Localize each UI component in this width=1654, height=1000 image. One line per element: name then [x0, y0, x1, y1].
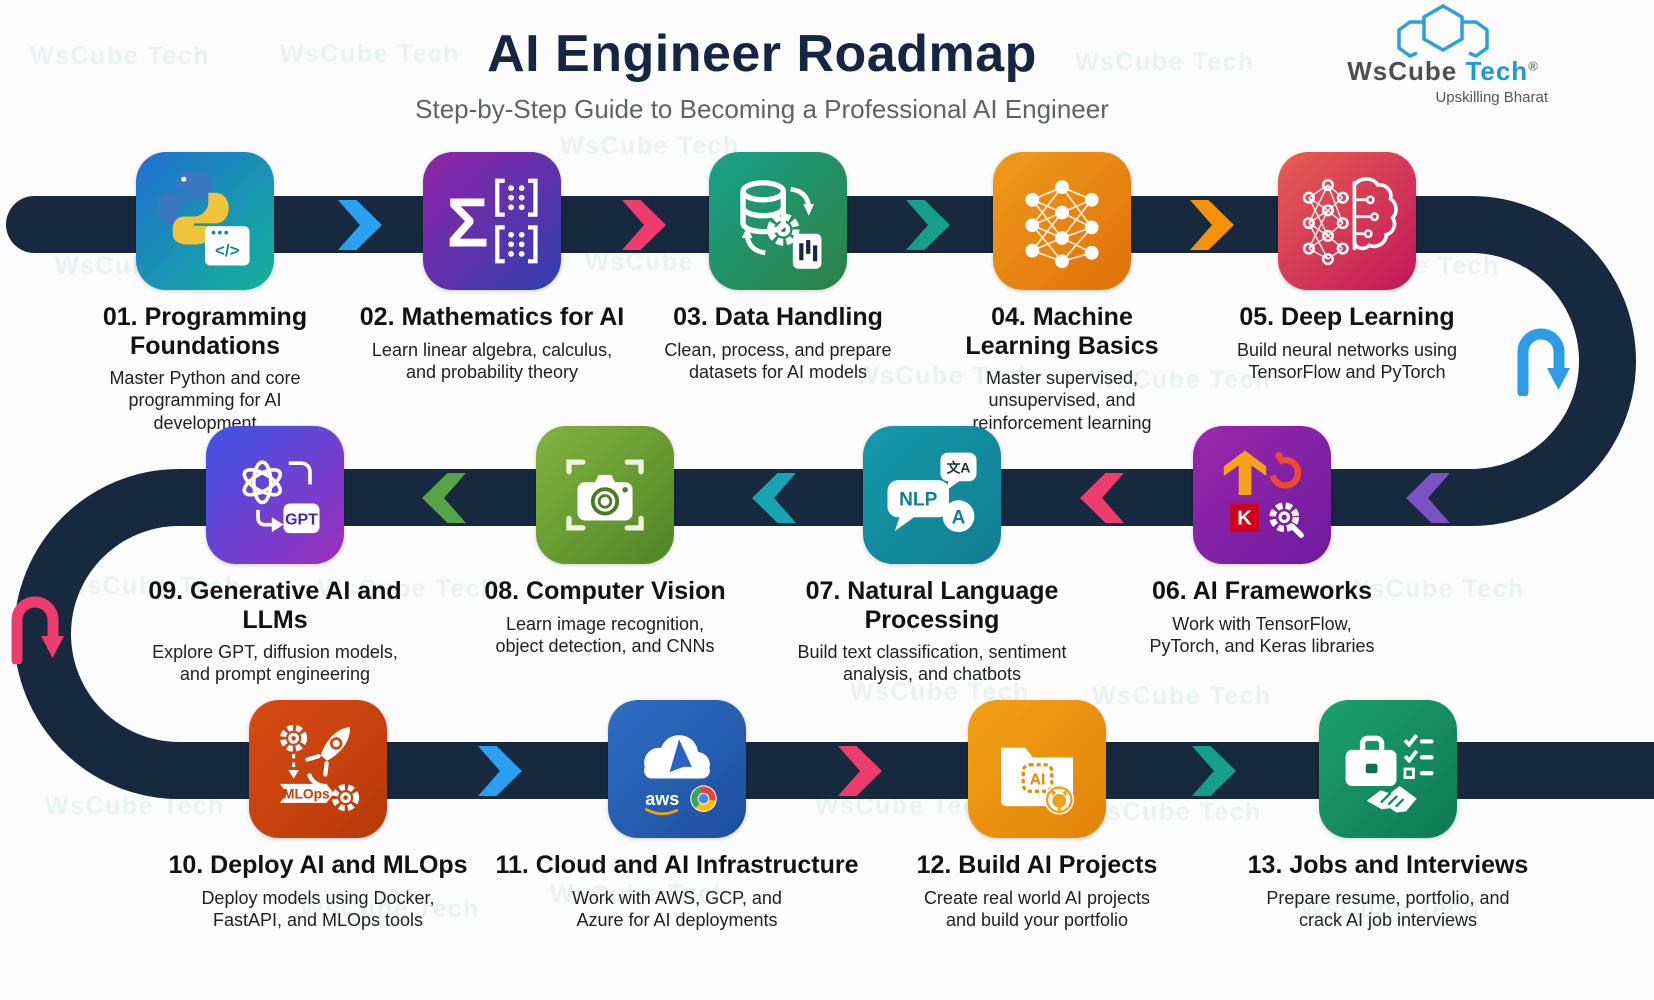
translate-glyph: 文A — [947, 460, 971, 476]
page-subtitle: Step-by-Step Guide to Becoming a Profess… — [415, 94, 1109, 124]
keras-k-glyph: K — [1237, 508, 1252, 530]
step-description: Learn linear algebra, calculus, and prob… — [371, 339, 613, 382]
brand-tech: Tech — [1465, 56, 1529, 86]
step-description: Work with AWS, GCP, and Azure for AI dep… — [572, 887, 782, 930]
brand-watermark: WsCube Tech — [1345, 575, 1525, 603]
step-03-data-handling: 03. Data Handling Clean, process, and pr… — [622, 152, 934, 383]
brand-watermark: WsCube Tech — [1300, 895, 1480, 923]
step-10-deploy-mlops: MLOps 10. Deploy AI and MLOps Deploy mod… — [148, 700, 488, 931]
mlops-glyph: MLOps — [283, 787, 330, 802]
nlp-glyph: NLP — [899, 490, 937, 511]
gear-icon — [1269, 502, 1300, 533]
step-title: 06. AI Frameworks — [1151, 577, 1372, 605]
azure-icon — [669, 739, 692, 773]
brand-watermark: WsCube Tech — [30, 42, 210, 70]
step-02-mathematics: Σ 02. Mathematics for AI Learn linear al… — [352, 152, 632, 383]
tensorflow-pytorch-keras-icon: K — [1193, 426, 1331, 564]
brand-watermark: WsCube Tech — [855, 362, 1035, 390]
python-icon: </> — [136, 152, 274, 290]
step-12-build-projects: AI 12. Build AI Projects Create real wor… — [872, 700, 1202, 931]
brand-watermark: WsCube Tech — [318, 575, 498, 603]
step-description: Clean, process, and prepare datasets for… — [664, 339, 892, 382]
step-title: 05. Deep Learning — [1239, 303, 1455, 331]
header: AI Engineer Roadmap Step-by-Step Guide t… — [0, 0, 1654, 125]
rocket-mlops-icon: MLOps — [249, 700, 387, 838]
step-title: 13. Jobs and Interviews — [1247, 851, 1529, 879]
step-09-generative-ai: GPT 09. Generative AI and LLMs Explore G… — [120, 426, 430, 686]
step-title: 03. Data Handling — [673, 303, 883, 331]
step-title: 09. Generative AI and LLMs — [148, 577, 402, 634]
checklist — [1403, 733, 1434, 779]
brain-network-icon — [1278, 152, 1416, 290]
aws-glyph: aws — [645, 789, 679, 809]
briefcase-handshake-icon — [1319, 700, 1457, 838]
ai-chip-glyph: AI — [1030, 771, 1046, 788]
step-description: Build text classification, sentiment ana… — [797, 642, 1067, 685]
step-description: Master supervised, unsupervised, and rei… — [972, 368, 1152, 433]
gcp-icon — [690, 785, 717, 812]
step-05-deep-learning: 05. Deep Learning Build neural networks … — [1192, 152, 1502, 383]
step-11-cloud-infrastructure: aws 11. Cloud and AI Infrastructure Work… — [477, 700, 877, 931]
tensorflow-icon — [1223, 450, 1267, 495]
pytorch-icon — [1269, 456, 1302, 489]
nlp-chat-icon: 文A NLP A — [863, 426, 1001, 564]
aws-smile — [644, 807, 679, 816]
step-07-nlp: 文A NLP A 07. Natural Language Processing… — [772, 426, 1092, 686]
sigma-matrix-icon: Σ — [423, 152, 561, 290]
openai-gpt-icon: GPT — [206, 426, 344, 564]
code-glyph: </> — [215, 241, 240, 260]
step-13-jobs-interviews: 13. Jobs and Interviews Prepare resume, … — [1218, 700, 1558, 931]
step-title: 10. Deploy AI and MLOps — [168, 851, 468, 879]
step-04-machine-learning-basics: 04. Machine Learning Basics Master super… — [942, 152, 1182, 434]
brand-name: WsCube Tech® — [1330, 56, 1556, 87]
brand-watermark: WsCube Tech — [1092, 366, 1272, 394]
brand-watermark: WsCube Tech — [560, 132, 740, 160]
brand-ws: WsCube — [1347, 56, 1458, 86]
keras-icon — [1230, 503, 1259, 533]
step-01-programming-foundations: </> 01. Programming Foundations Master P… — [55, 152, 355, 434]
github-icon — [1044, 784, 1075, 815]
step-title: 01. Programming Foundations — [102, 303, 308, 360]
step-description: Explore GPT, diffusion models, and promp… — [152, 642, 398, 685]
step-title: 02. Mathematics for AI — [359, 303, 625, 331]
u-turn-arrow-icon — [11, 596, 64, 664]
step-description: Create real world AI projects and build … — [923, 887, 1151, 930]
step-description: Learn image recognition, object detectio… — [495, 613, 715, 656]
step-description: Build neural networks using TensorFlow a… — [1236, 339, 1458, 382]
registered-mark: ® — [1528, 58, 1539, 74]
step-description: Prepare resume, portfolio, and crack AI … — [1266, 887, 1510, 930]
step-title: 08. Computer Vision — [484, 577, 726, 605]
step-08-computer-vision: 08. Computer Vision Learn image recognit… — [450, 426, 760, 657]
step-description: Master Python and core programming for A… — [109, 368, 301, 433]
step-06-ai-frameworks: K 06. AI Frameworks Work with TensorFlow… — [1112, 426, 1412, 657]
brand-watermark: WsCube Tech — [1092, 682, 1272, 710]
page-title: AI Engineer Roadmap — [487, 25, 1037, 83]
sigma-glyph: Σ — [447, 183, 489, 261]
brand-watermark: WsCube Tech — [280, 40, 460, 68]
neural-network-icon — [993, 152, 1131, 290]
handshake — [1366, 785, 1417, 813]
brand-watermark: WsCube Tech — [300, 895, 480, 923]
hexagons-logo-icon — [1397, 4, 1489, 58]
gpt-glyph: GPT — [285, 512, 318, 529]
step-description: Work with TensorFlow, PyTorch, and Keras… — [1149, 613, 1375, 656]
step-title: 04. Machine Learning Basics — [965, 303, 1159, 360]
letter-a-glyph: A — [952, 508, 966, 529]
cloud-providers-icon: aws — [608, 700, 746, 838]
step-title: 12. Build AI Projects — [916, 851, 1158, 879]
database-gear-icon — [709, 152, 847, 290]
u-turn-arrow-icon — [1517, 328, 1570, 396]
step-title: 07. Natural Language Processing — [805, 577, 1059, 634]
ai-folder-github-icon: AI — [968, 700, 1106, 838]
camera-icon — [536, 426, 674, 564]
step-title: 11. Cloud and AI Infrastructure — [495, 851, 859, 879]
brand-tagline: Upskilling Bharat — [1435, 89, 1548, 106]
brand-watermark: WsCube Tech — [550, 880, 730, 908]
brand-watermark: WsCube Tech — [1075, 48, 1255, 76]
brand-watermark: WsCube Tech — [1082, 798, 1262, 826]
wscube-tech-logo: WsCube Tech® Upskilling Bharat — [1330, 4, 1556, 106]
step-description: Deploy models using Docker, FastAPI, and… — [201, 887, 435, 930]
mlops-banner — [279, 783, 334, 803]
